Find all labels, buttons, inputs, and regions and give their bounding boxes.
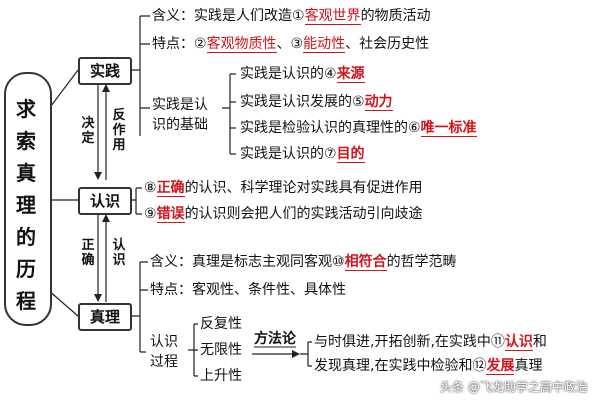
truth-bracket	[130, 261, 148, 353]
knowledge-bracket	[128, 187, 142, 215]
answer-6: 唯一标准	[420, 120, 477, 137]
answer-5: 动力	[364, 94, 393, 111]
practice-node: 实践	[78, 57, 132, 85]
method-label: 方法论	[254, 331, 296, 347]
watermark: 头条 @飞龙助学之高中政治	[440, 380, 588, 394]
answer-11: 认识	[504, 334, 533, 351]
method-arrow-head	[292, 350, 300, 358]
edge-label-decides: 决定	[81, 116, 95, 146]
process-bracket	[188, 323, 198, 377]
edge-label-correct: 正确	[81, 238, 95, 268]
truth-node: 真理	[78, 303, 132, 331]
knowledge-wrong: ⑨错误的认识则会把人们的实践活动引向歧途	[144, 206, 423, 223]
edge-label-reacts: 反作用	[112, 108, 126, 153]
knowledge-correct: ⑧正确的认识、科学理论对实践具有促进作用	[144, 180, 423, 197]
answer-7: 目的	[336, 146, 365, 163]
answer-12: 发展	[486, 358, 515, 375]
practice-features: 特点：②客观物质性、③能动性、社会历史性	[152, 36, 430, 53]
root-to-practice-line	[47, 69, 79, 111]
process-item-3: 上升性	[200, 368, 242, 384]
practice-basis-label: 实践是认识的基础	[152, 97, 208, 133]
answer-9: 错误	[156, 206, 185, 223]
decide-arrow-head	[94, 172, 102, 180]
answer-10: 相符合	[344, 254, 387, 271]
practice-meaning: 含义：实践是人们改造①客观世界的物质活动	[152, 8, 431, 25]
method-line-1: 与时俱进,开拓创新,在实践中⑪认识和	[314, 334, 547, 351]
method-line-2: 发现真理,在实践中检验和⑫发展真理	[314, 358, 543, 375]
truth-features: 特点：客观性、条件性、具体性	[150, 282, 346, 298]
basis-bracket	[222, 73, 236, 155]
root-to-truth-line	[47, 289, 79, 317]
correct-arrow-head	[94, 294, 102, 302]
process-item-2: 无限性	[200, 342, 242, 358]
practice-bracket	[130, 15, 150, 136]
truth-meaning: 含义：真理是标志主观同客观⑩相符合的哲学范畴	[150, 254, 457, 271]
root-node	[4, 72, 52, 326]
answer-2: 客观物质性	[206, 36, 277, 53]
answer-4: 来源	[336, 66, 365, 83]
answer-3: 能动性	[303, 36, 346, 53]
process-item-1: 反复性	[200, 316, 242, 332]
knowledge-node: 认识	[78, 187, 132, 215]
basis-item-1: 实践是认识的④来源	[240, 66, 365, 83]
answer-8: 正确	[156, 180, 185, 197]
react-arrow-head	[102, 84, 110, 92]
truth-process-label: 认识过程	[150, 334, 178, 370]
knowledge-arrow-head	[102, 214, 110, 222]
basis-item-2: 实践是认识发展的⑤动力	[240, 94, 393, 111]
answer-1: 客观世界	[304, 8, 361, 25]
basis-item-3: 实践是检验认识的真理性的⑥唯一标准	[240, 120, 477, 137]
root-title: 求索真理的历程	[16, 97, 36, 313]
edge-label-knowledge: 认识	[112, 238, 126, 268]
method-bracket	[300, 341, 312, 367]
basis-item-4: 实践是认识的⑦目的	[240, 146, 365, 163]
